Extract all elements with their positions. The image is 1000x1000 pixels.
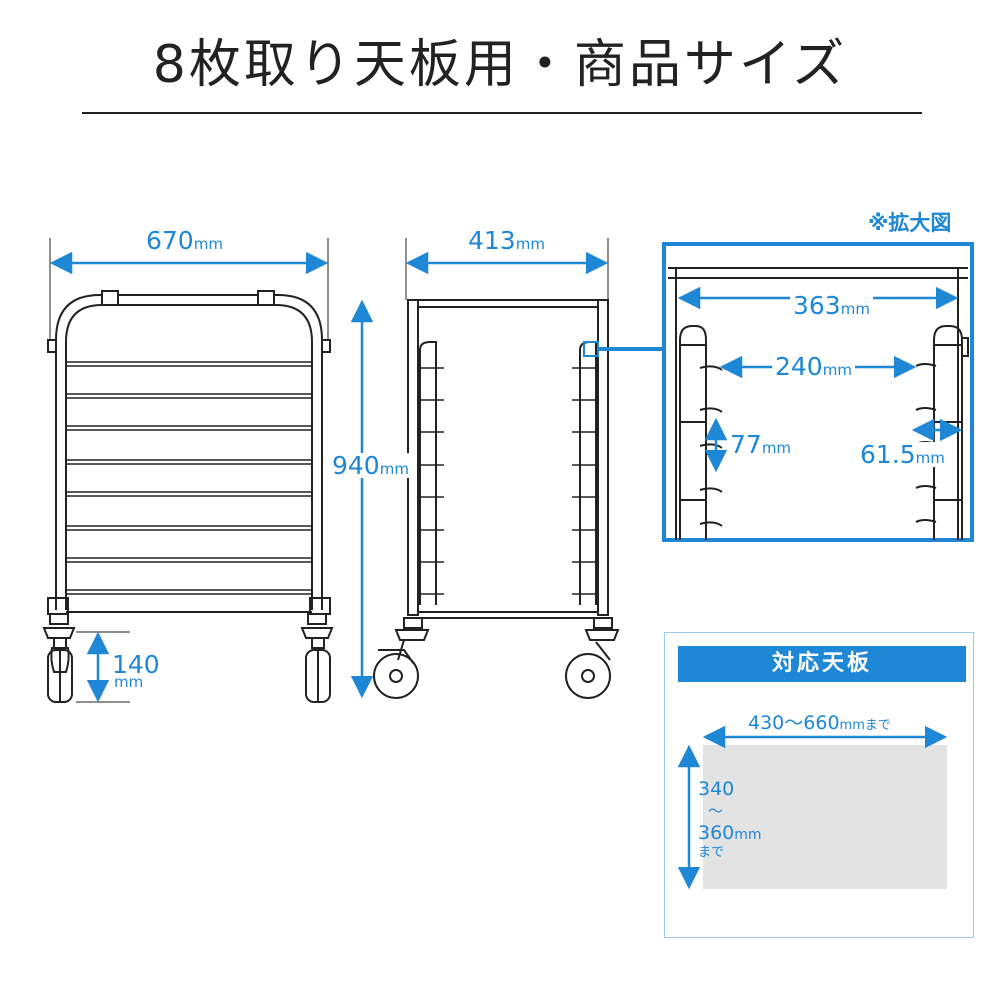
shelf-pitch-value: 77 bbox=[730, 430, 762, 459]
label-rail-depth: 61.5mm bbox=[860, 442, 945, 467]
height-value: 940 bbox=[332, 451, 380, 480]
title-underline bbox=[82, 112, 922, 114]
inner-width-unit: mm bbox=[840, 300, 870, 318]
inner-width-value: 363 bbox=[793, 291, 841, 320]
depth-unit: mm bbox=[515, 235, 545, 253]
label-width-front: 670mm bbox=[146, 228, 223, 253]
tray-height-made: まで bbox=[698, 845, 725, 860]
label-height: 940mm bbox=[332, 453, 409, 478]
tray-height-bottom: 360 bbox=[698, 822, 735, 844]
tray-width-value: 430〜660 bbox=[748, 712, 840, 734]
rail-gap-value: 240 bbox=[775, 352, 823, 381]
rail-gap-unit: mm bbox=[822, 361, 852, 379]
label-tray-height: 340 〜 360mm まで bbox=[698, 778, 778, 860]
label-shelf-pitch: 77mm bbox=[730, 432, 791, 457]
caster-unit: mm bbox=[114, 673, 144, 691]
width-front-unit: mm bbox=[193, 235, 223, 253]
tray-panel bbox=[664, 632, 974, 938]
tray-height-bottom-line: 360mm bbox=[698, 822, 778, 846]
page-title: 8枚取り天板用・商品サイズ bbox=[152, 35, 848, 95]
tray-width-unit: mmまで bbox=[839, 718, 891, 733]
label-caster: 140 bbox=[112, 652, 160, 677]
shelf-pitch-unit: mm bbox=[761, 439, 792, 457]
front-view bbox=[42, 238, 334, 703]
label-tray-width: 430〜660mmまで bbox=[748, 714, 891, 733]
tray-shape bbox=[703, 745, 947, 889]
rail-depth-unit: mm bbox=[915, 449, 945, 467]
zoom-label: ※拡大図 bbox=[868, 211, 952, 235]
label-depth: 413mm bbox=[468, 228, 545, 253]
tray-height-top: 340 bbox=[698, 778, 735, 800]
label-inner-width: 363mm bbox=[790, 293, 873, 318]
label-caster-unit: mm bbox=[114, 675, 143, 690]
tray-height-unit: mm bbox=[734, 827, 762, 843]
side-view bbox=[373, 238, 620, 699]
label-rail-gap: 240mm bbox=[772, 354, 855, 379]
rail-depth-value: 61.5 bbox=[860, 440, 916, 469]
zoom-detail bbox=[662, 242, 974, 542]
caster-value: 140 bbox=[112, 650, 160, 679]
depth-value: 413 bbox=[468, 226, 516, 255]
tray-header: 対応天板 bbox=[678, 646, 966, 682]
tray-height-sep: 〜 bbox=[708, 802, 724, 820]
width-front-value: 670 bbox=[146, 226, 194, 255]
height-unit: mm bbox=[379, 460, 409, 478]
